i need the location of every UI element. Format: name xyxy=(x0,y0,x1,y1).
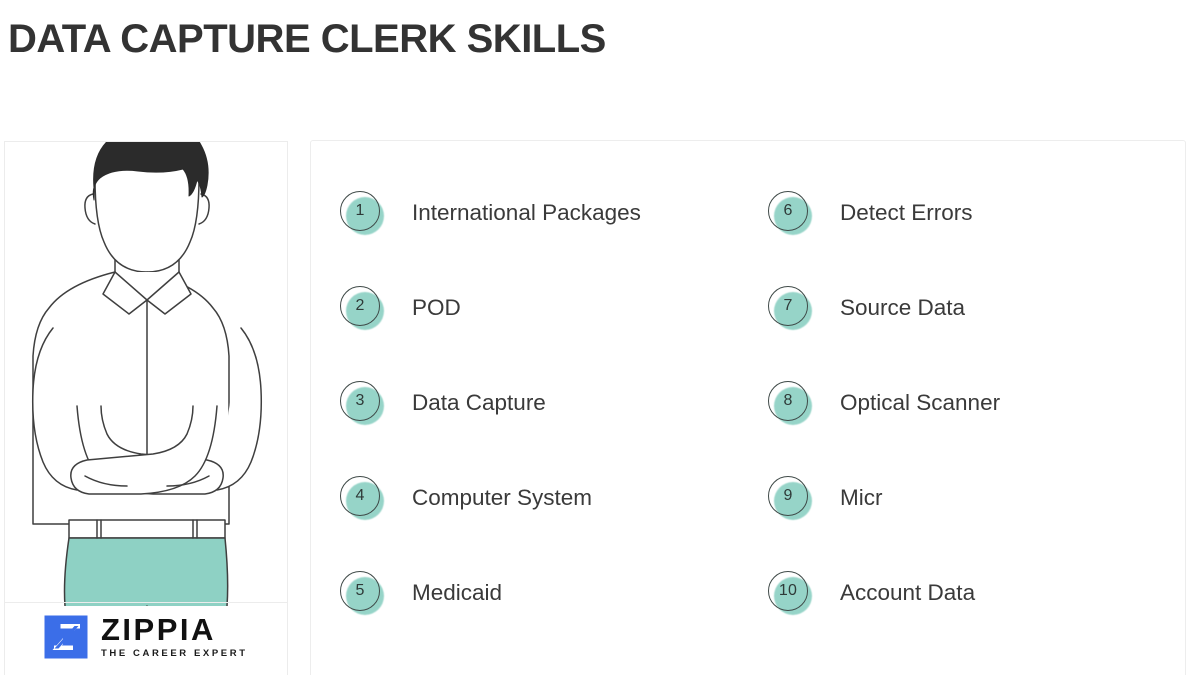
page-title: DATA CAPTURE CLERK SKILLS xyxy=(8,17,606,61)
badge-number: 8 xyxy=(783,392,793,409)
skill-number-badge: 5 xyxy=(339,570,385,616)
skill-item[interactable]: 3 Data Capture xyxy=(339,379,641,427)
skill-label: Medicaid xyxy=(412,580,503,605)
skill-item[interactable]: 9 Micr xyxy=(767,474,1000,522)
badge-ring xyxy=(768,381,808,421)
badge-number: 2 xyxy=(355,297,365,314)
skill-item[interactable]: 6 Detect Errors xyxy=(767,189,1000,237)
badge-ring xyxy=(340,286,380,326)
illustration-panel: ZIPPIA THE CAREER EXPERT xyxy=(4,141,288,675)
badge-ring xyxy=(768,571,808,611)
skill-label: Source Data xyxy=(840,295,966,320)
badge-number: 1 xyxy=(355,202,365,219)
badge-number: 4 xyxy=(355,487,365,504)
skill-number-badge: 4 xyxy=(339,475,385,521)
badge-number: 6 xyxy=(783,202,793,219)
badge-number: 3 xyxy=(355,392,365,409)
skill-number-badge: 9 xyxy=(767,475,813,521)
skill-label: POD xyxy=(412,295,461,320)
skills-panel: 1 International Packages 2 POD 3 Data Ca… xyxy=(310,140,1186,675)
badge-ring xyxy=(340,191,380,231)
badge-number: 5 xyxy=(355,582,365,599)
skill-label: Data Capture xyxy=(412,390,546,415)
skill-item[interactable]: 8 Optical Scanner xyxy=(767,379,1000,427)
skill-item[interactable]: 5 Medicaid xyxy=(339,569,641,617)
badge-number: 7 xyxy=(783,297,793,314)
badge-number: 10 xyxy=(778,582,798,599)
skill-item[interactable]: 10 Account Data xyxy=(767,569,1000,617)
skill-label: Account Data xyxy=(840,580,976,605)
skill-label: Computer System xyxy=(412,485,593,510)
skill-label: International Packages xyxy=(412,200,641,225)
skills-column-left: 1 International Packages 2 POD 3 Data Ca… xyxy=(339,189,641,617)
skill-item[interactable]: 7 Source Data xyxy=(767,284,1000,332)
skills-column-right: 6 Detect Errors 7 Source Data 8 Optical … xyxy=(767,189,1000,617)
zippia-logo[interactable]: ZIPPIA THE CAREER EXPERT xyxy=(43,614,248,660)
zippia-wordmark: ZIPPIA xyxy=(101,612,216,647)
skill-label: Micr xyxy=(840,485,883,510)
skill-number-badge: 7 xyxy=(767,285,813,331)
skill-number-badge: 8 xyxy=(767,380,813,426)
skill-label: Detect Errors xyxy=(840,200,973,225)
zippia-wordmark-block: ZIPPIA THE CAREER EXPERT xyxy=(101,614,248,660)
skill-label: Optical Scanner xyxy=(840,390,1001,415)
badge-number: 9 xyxy=(783,487,793,504)
logo-divider xyxy=(5,602,287,603)
badge-ring xyxy=(768,286,808,326)
skill-number-badge: 3 xyxy=(339,380,385,426)
badge-ring xyxy=(340,381,380,421)
badge-ring xyxy=(340,571,380,611)
skill-number-badge: 2 xyxy=(339,285,385,331)
skill-number-badge: 1 xyxy=(339,190,385,236)
zippia-z-mark-icon xyxy=(44,615,88,659)
skill-item[interactable]: 2 POD xyxy=(339,284,641,332)
person-with-crossed-arms-illustration xyxy=(31,142,263,606)
badge-ring xyxy=(768,191,808,231)
skill-item[interactable]: 4 Computer System xyxy=(339,474,641,522)
skill-number-badge: 6 xyxy=(767,190,813,236)
skill-number-badge: 10 xyxy=(767,570,813,616)
badge-ring xyxy=(768,476,808,516)
zippia-tagline: THE CAREER EXPERT xyxy=(101,648,248,659)
skill-item[interactable]: 1 International Packages xyxy=(339,189,641,237)
badge-ring xyxy=(340,476,380,516)
